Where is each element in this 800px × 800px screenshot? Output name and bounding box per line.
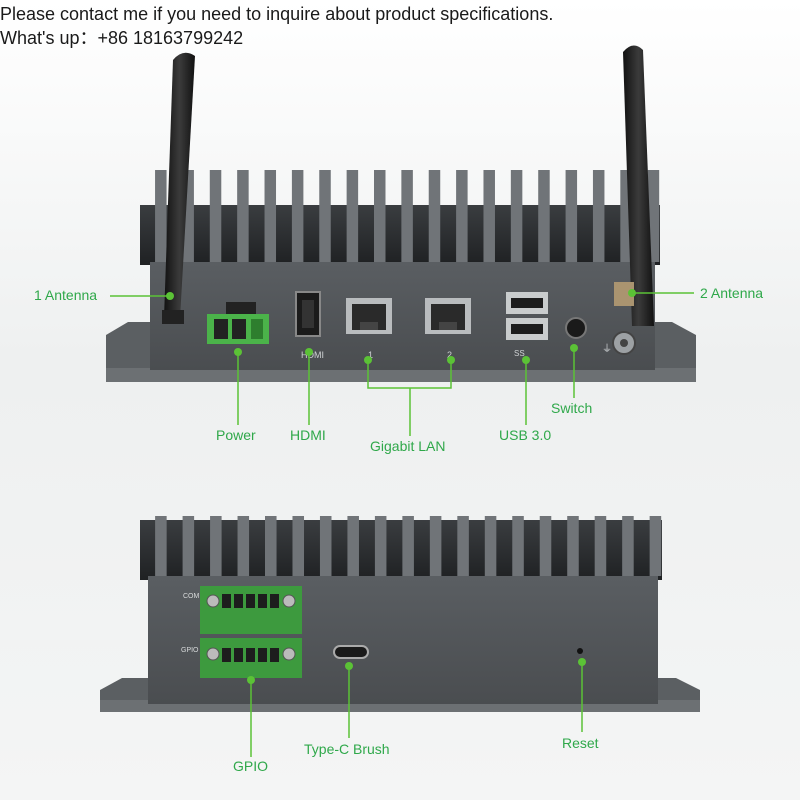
callout-power: Power xyxy=(216,427,256,443)
heatsink-fin xyxy=(510,170,523,262)
heatsink-fin xyxy=(483,170,495,262)
heatsink-fin xyxy=(565,170,578,262)
svg-text:⏚: ⏚ xyxy=(602,343,612,355)
ground-screw: ⏚ xyxy=(602,331,636,355)
callout-antenna2: 2 Antenna xyxy=(700,285,764,301)
heatsink-fin xyxy=(265,516,277,576)
terminal-slot xyxy=(246,594,255,608)
heatsink-fin xyxy=(346,170,359,262)
terminal-slot xyxy=(270,594,279,608)
lan1-port xyxy=(346,298,392,334)
heatsink-fin xyxy=(264,170,277,262)
heatsink-fin xyxy=(182,170,194,262)
heatsink-fin xyxy=(594,516,607,576)
callout-gpio: GPIO xyxy=(233,758,269,774)
heatsink-fin xyxy=(428,170,441,262)
heatsink-fin xyxy=(401,170,413,262)
reset-hole xyxy=(577,648,583,654)
lan2-mark: 2 xyxy=(447,350,452,360)
callout-dots xyxy=(166,289,636,684)
heatsink-fin xyxy=(155,516,167,576)
terminal-slot xyxy=(258,648,267,662)
front-device: HDMI 1 2 SS ⏚ xyxy=(106,45,696,382)
callout-typec: Type-C Brush xyxy=(304,741,390,757)
heatsink-fin xyxy=(209,170,222,262)
back-heatsink-fins xyxy=(155,516,662,576)
heatsink-fin xyxy=(237,170,249,262)
lan1-mark: 1 xyxy=(368,350,373,360)
terminal-slot xyxy=(222,594,231,608)
heatsink-fin xyxy=(647,170,660,262)
terminal-slot xyxy=(270,648,279,662)
terminal-slot xyxy=(234,594,243,608)
callout-reset: Reset xyxy=(562,735,599,751)
antenna-2 xyxy=(614,45,654,327)
callout-usb3: USB 3.0 xyxy=(499,427,552,443)
heatsink-fin xyxy=(347,516,359,576)
callout-antenna1: 1 Antenna xyxy=(34,287,98,303)
front-left-foot xyxy=(106,322,155,378)
callout-lines xyxy=(110,292,694,757)
heatsink-fin xyxy=(592,170,605,262)
heatsink-fin xyxy=(374,516,387,576)
heatsink-fin xyxy=(539,516,552,576)
contact-line: Please contact me if you need to inquire… xyxy=(0,4,554,24)
usb-mark: SS xyxy=(514,349,525,358)
power-connector xyxy=(207,302,269,344)
heatsink-fin xyxy=(538,170,550,262)
heatsink-fin xyxy=(484,516,497,576)
hdmi-mark: HDMI xyxy=(301,350,324,360)
heatsink-fin xyxy=(374,170,386,262)
front-base-plate xyxy=(106,368,696,382)
heatsink-fin xyxy=(402,516,414,576)
back-device: COM GPIO xyxy=(100,516,700,712)
heatsink-fin xyxy=(457,516,469,576)
power-switch xyxy=(565,317,587,339)
phone-line: What's up：+86 18163799242 xyxy=(0,28,244,48)
heatsink-fin xyxy=(155,170,167,262)
heatsink-fin xyxy=(512,516,524,576)
heatsink-fin xyxy=(319,516,332,576)
callout-hdmi: HDMI xyxy=(290,427,326,443)
usb3-ports xyxy=(506,292,548,340)
heatsink-fin xyxy=(429,516,442,576)
callout-gigabit-lan: Gigabit LAN xyxy=(370,438,446,454)
heatsink-fin xyxy=(456,170,468,262)
heatsink-fin xyxy=(319,170,331,262)
terminal-slot xyxy=(258,594,267,608)
typec-port xyxy=(333,645,369,659)
heatsink-fin xyxy=(237,516,250,576)
heatsink-fin xyxy=(649,516,662,576)
heatsink-fin xyxy=(567,516,579,576)
gpio-mark: GPIO xyxy=(181,647,199,654)
hdmi-port xyxy=(295,291,321,337)
lan2-port xyxy=(425,298,471,334)
heatsink-fin xyxy=(622,516,634,576)
heatsink-fin xyxy=(620,170,632,262)
heatsink-fin xyxy=(182,516,195,576)
callout-switch: Switch xyxy=(551,400,593,416)
terminal-slot xyxy=(222,648,231,662)
heatsink-fin xyxy=(291,170,304,262)
terminal-slot xyxy=(234,648,243,662)
heatsink-fin xyxy=(292,516,305,576)
antenna-1 xyxy=(162,52,195,324)
front-heatsink-fins xyxy=(155,170,660,262)
com-mark: COM xyxy=(183,593,200,600)
gpio-terminal-block xyxy=(200,586,302,678)
front-right-foot xyxy=(648,322,696,378)
heatsink-fin xyxy=(210,516,222,576)
terminal-slot xyxy=(246,648,255,662)
